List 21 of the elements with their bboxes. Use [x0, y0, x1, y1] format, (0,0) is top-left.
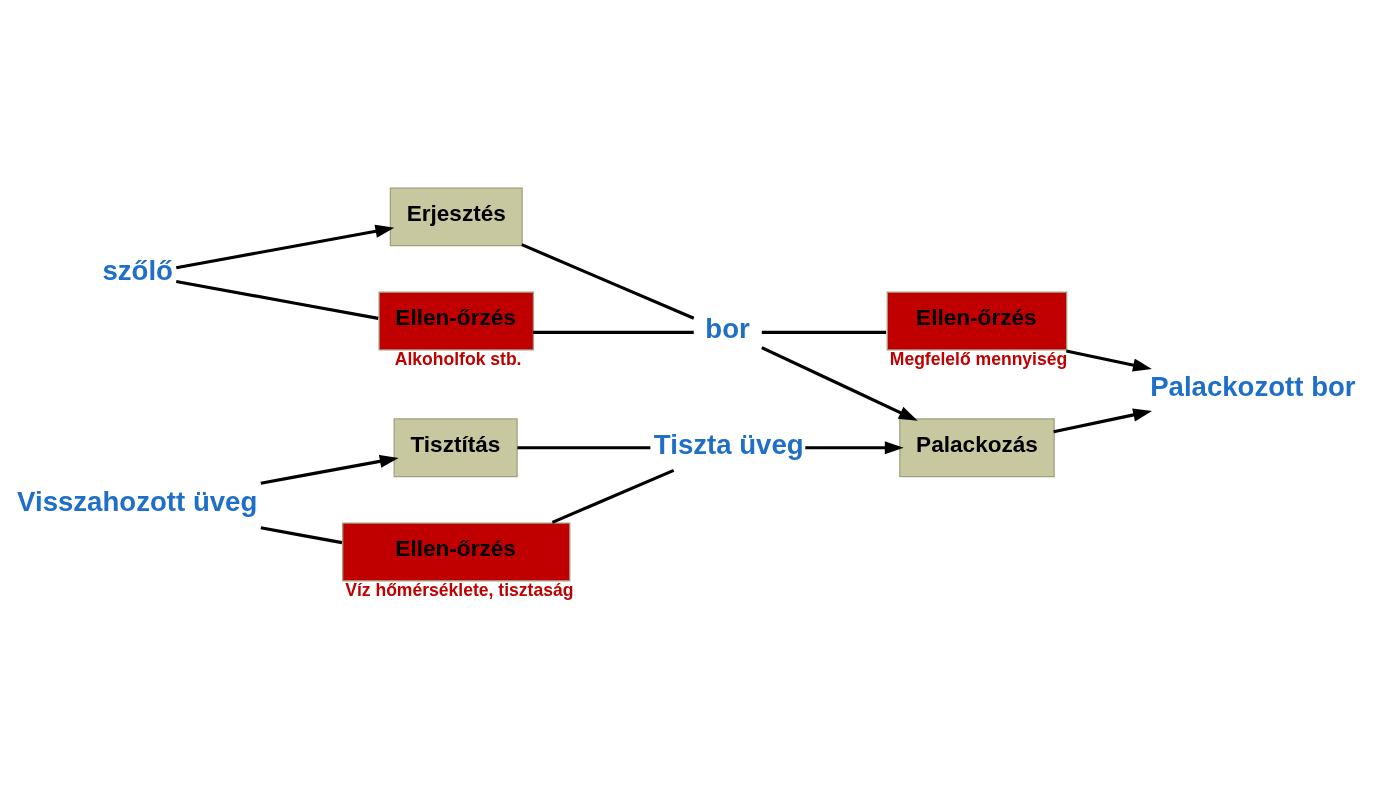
node-label: Víz hőmérséklete, tisztaság [345, 579, 574, 600]
arrow [805, 440, 904, 454]
connector [533, 330, 694, 334]
node-text: szőlő [102, 254, 173, 286]
node-label: Alkoholfok stb. [394, 348, 522, 369]
node-text: Tiszta üveg [653, 428, 804, 460]
node-text: Visszahozott üveg [17, 485, 258, 517]
arrow [1053, 407, 1153, 433]
connector [551, 468, 675, 524]
arrow [260, 454, 399, 485]
node-label: Megfelelő mennyiség [889, 348, 1068, 369]
connector [521, 242, 695, 320]
node-text: bor [705, 312, 750, 344]
connector [761, 330, 887, 334]
arrow [761, 345, 918, 421]
arrow [1065, 348, 1152, 372]
connector [260, 525, 343, 544]
connector [175, 279, 379, 320]
node-text: Palackozott bor [1150, 370, 1356, 402]
connector [517, 445, 651, 449]
arrow [175, 224, 395, 269]
